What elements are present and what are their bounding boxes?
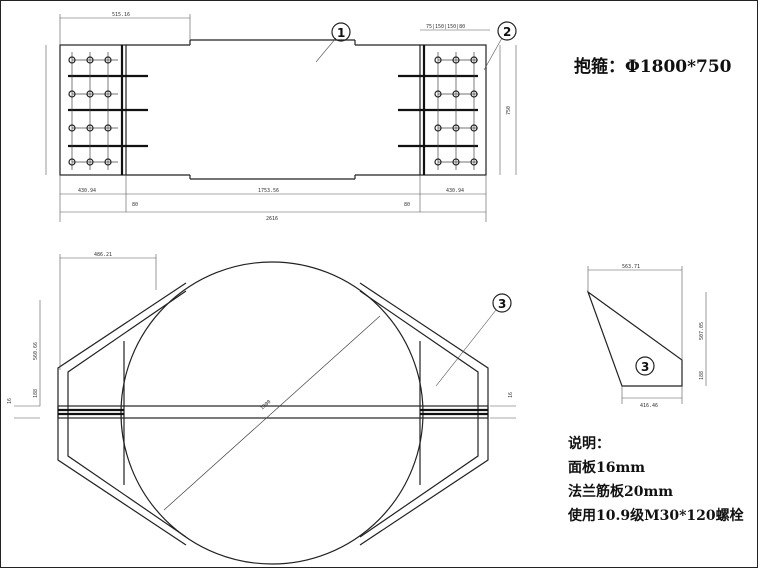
note-line-1: 面板16mm (568, 460, 646, 476)
dim-plate-bottom: 416.46 (640, 403, 658, 409)
dim-top-span: 515.16 (112, 12, 130, 18)
callout-3b-circle (635, 356, 655, 376)
dim-plate-width: 563.71 (622, 264, 640, 270)
dim-diameter: 1800 (259, 399, 272, 412)
front-view: 1800 486.21 560.66 188 16 16 3 (7, 252, 516, 565)
rib-plate-shape (586, 290, 683, 387)
dim-right-inner: 75|150|150|80 (426, 24, 465, 30)
callout-2-label: 2 (503, 25, 511, 39)
dim-top-height: 750 (506, 106, 512, 115)
dim-plate-height: 507.05 (699, 322, 705, 340)
drawing-title: 抱箍：Φ1800*750 (574, 57, 732, 77)
dim-plate-small: 188 (699, 371, 705, 380)
note-line-3: 使用10.9级M30*120螺栓 (568, 508, 744, 524)
dim-middle: 1753.56 (258, 188, 279, 194)
dim-front-thick-left: 16 (7, 398, 13, 404)
dim-right-part: 430.94 (446, 188, 464, 194)
dim-front-height: 560.66 (33, 342, 39, 360)
callout-2-circle (497, 21, 517, 41)
dim-right-gap: 80 (404, 202, 410, 208)
rib-plate-detail: 563.71 507.05 188 416.46 3 (586, 264, 707, 409)
notes-heading: 说明： (568, 436, 610, 452)
flange-band (57, 405, 489, 419)
dim-front-width: 486.21 (94, 252, 112, 258)
callout-3a-label: 3 (498, 297, 506, 311)
dim-front-small: 188 (33, 389, 39, 398)
dim-left-gap: 80 (132, 202, 138, 208)
right-bolt-grid (434, 52, 478, 170)
notes-block: 说明： 面板16mm 法兰筋板20mm 使用10.9级M30*120螺栓 (568, 432, 744, 528)
left-bolt-grid (68, 52, 118, 170)
top-view: 515.16 75|150|150|80 750 430.94 1753.56 … (45, 12, 517, 222)
callout-3b-label: 3 (641, 360, 649, 374)
callout-3a-circle (492, 293, 512, 313)
dim-left-part: 430.94 (78, 188, 96, 194)
diameter-line (163, 315, 381, 511)
note-line-2: 法兰筋板20mm (568, 484, 674, 500)
callout-1-circle (331, 22, 351, 42)
dim-total: 2616 (266, 216, 278, 222)
callout-1-label: 1 (337, 26, 345, 40)
dim-front-thick-right: 16 (508, 392, 514, 398)
